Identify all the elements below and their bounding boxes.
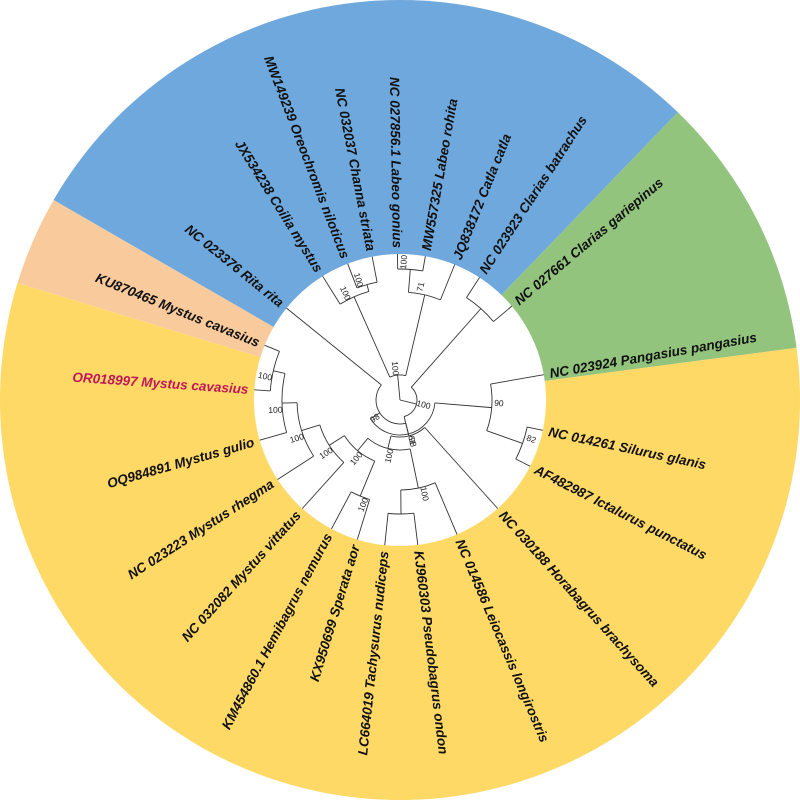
support-value-n_mystus_rheg: 100 xyxy=(289,431,306,445)
support-value-n_labeo: 100 xyxy=(398,254,409,269)
branch-arc-n_siluri xyxy=(403,386,418,417)
branch-radial-t12 xyxy=(424,427,499,509)
branch-radial-t15 xyxy=(384,513,389,546)
branch-arc-n_leio xyxy=(400,482,436,491)
branch-arc-n_mystus_all xyxy=(319,424,345,463)
branch-radial-n_cyprinid xyxy=(405,294,426,376)
branch-radial-t5 xyxy=(422,256,426,272)
branch-radial-t23 xyxy=(286,307,382,386)
support-value-n_bagr_hora: 98 xyxy=(407,436,419,448)
branch-radial-t14 xyxy=(413,513,419,545)
support-value-n_with_pang: 61 xyxy=(406,434,418,446)
branch-arc-n_bagridae xyxy=(367,437,411,451)
branch-radial-n_bagrid_core xyxy=(357,438,369,451)
branch-radial-n_mystus_rheg xyxy=(301,424,320,431)
branch-radial-n_leio xyxy=(409,448,419,489)
branch-radial-t3 xyxy=(371,256,378,283)
branch-radial-t9 xyxy=(490,374,544,385)
branch-arc-n_bagrid_core xyxy=(344,435,375,462)
branch-radial-n_clarias xyxy=(410,308,482,388)
support-value-n_silurus_ict: 82 xyxy=(525,433,538,446)
branch-radial-t17 xyxy=(331,491,352,530)
branch-radial-n_channa_oreo xyxy=(366,284,370,292)
support-value-n_mystus_cav: 100 xyxy=(257,370,273,383)
branch-radial-n_siluri xyxy=(399,399,417,405)
support-value-n_channa_oreo: 100 xyxy=(352,272,366,289)
support-value-n_siluri: 100 xyxy=(415,398,431,411)
branch-radial-t20 xyxy=(259,432,287,441)
branch-arc-n_mystus_cav xyxy=(269,351,280,391)
support-value-n_pang_sil: 90 xyxy=(494,398,505,409)
branch-radial-t11 xyxy=(515,458,531,467)
branch-radial-t6 xyxy=(440,264,456,301)
support-value-n_leio: 100 xyxy=(418,486,431,502)
branch-radial-t8 xyxy=(493,305,513,322)
tree-branches xyxy=(254,254,544,546)
support-value-n_cyprinid: 71 xyxy=(415,281,427,293)
branch-radial-n_bagr_hora xyxy=(405,423,410,437)
branch-radial-t21 xyxy=(254,389,271,392)
branch-radial-n_hemi_sper xyxy=(359,460,376,497)
support-value-n_mystus_gul: 100 xyxy=(268,405,283,415)
branch-radial-t7 xyxy=(466,277,480,298)
branch-arc-n_bagr_hora xyxy=(390,427,426,438)
branch-arc-n_pang_sil xyxy=(486,383,493,431)
branch-radial-n_outgroup xyxy=(397,375,401,401)
branch-radial-n_labeo xyxy=(408,269,411,293)
branch-radial-t1 xyxy=(322,275,341,305)
branch-radial-n_mystus_all xyxy=(329,435,345,446)
branch-radial-t22 xyxy=(264,344,280,352)
branch-radial-t13 xyxy=(434,482,458,535)
branch-radial-t16 xyxy=(356,499,371,540)
branch-radial-n_bagridae xyxy=(387,435,392,449)
branch-arc-n_mystus_rheg xyxy=(296,402,314,457)
branch-radial-t2 xyxy=(347,263,358,289)
taxon-label-t4: NC 027856.1 Labeo gonius xyxy=(387,77,405,249)
clade-wedge-blue xyxy=(53,0,678,400)
branch-radial-n_mystus_cav xyxy=(273,370,286,374)
branch-arc-n_with_rita xyxy=(375,384,406,425)
branch-radial-n_coilia_perc xyxy=(353,296,391,378)
branch-arc-n_pb_tach xyxy=(388,512,414,515)
branch-radial-n_with_rita xyxy=(370,412,380,420)
branch-radial-t18 xyxy=(301,462,345,509)
support-value-n_outgroup: 100 xyxy=(390,361,401,376)
branch-arc-n_mystus_gul xyxy=(281,373,288,433)
branch-radial-n_pang_sil xyxy=(434,402,492,409)
branch-radial-n_silurus_ict xyxy=(486,430,523,444)
support-value-n_bagridae: 100 xyxy=(382,448,395,464)
branch-radial-t19 xyxy=(277,455,314,480)
branch-radial-t10 xyxy=(527,426,543,431)
